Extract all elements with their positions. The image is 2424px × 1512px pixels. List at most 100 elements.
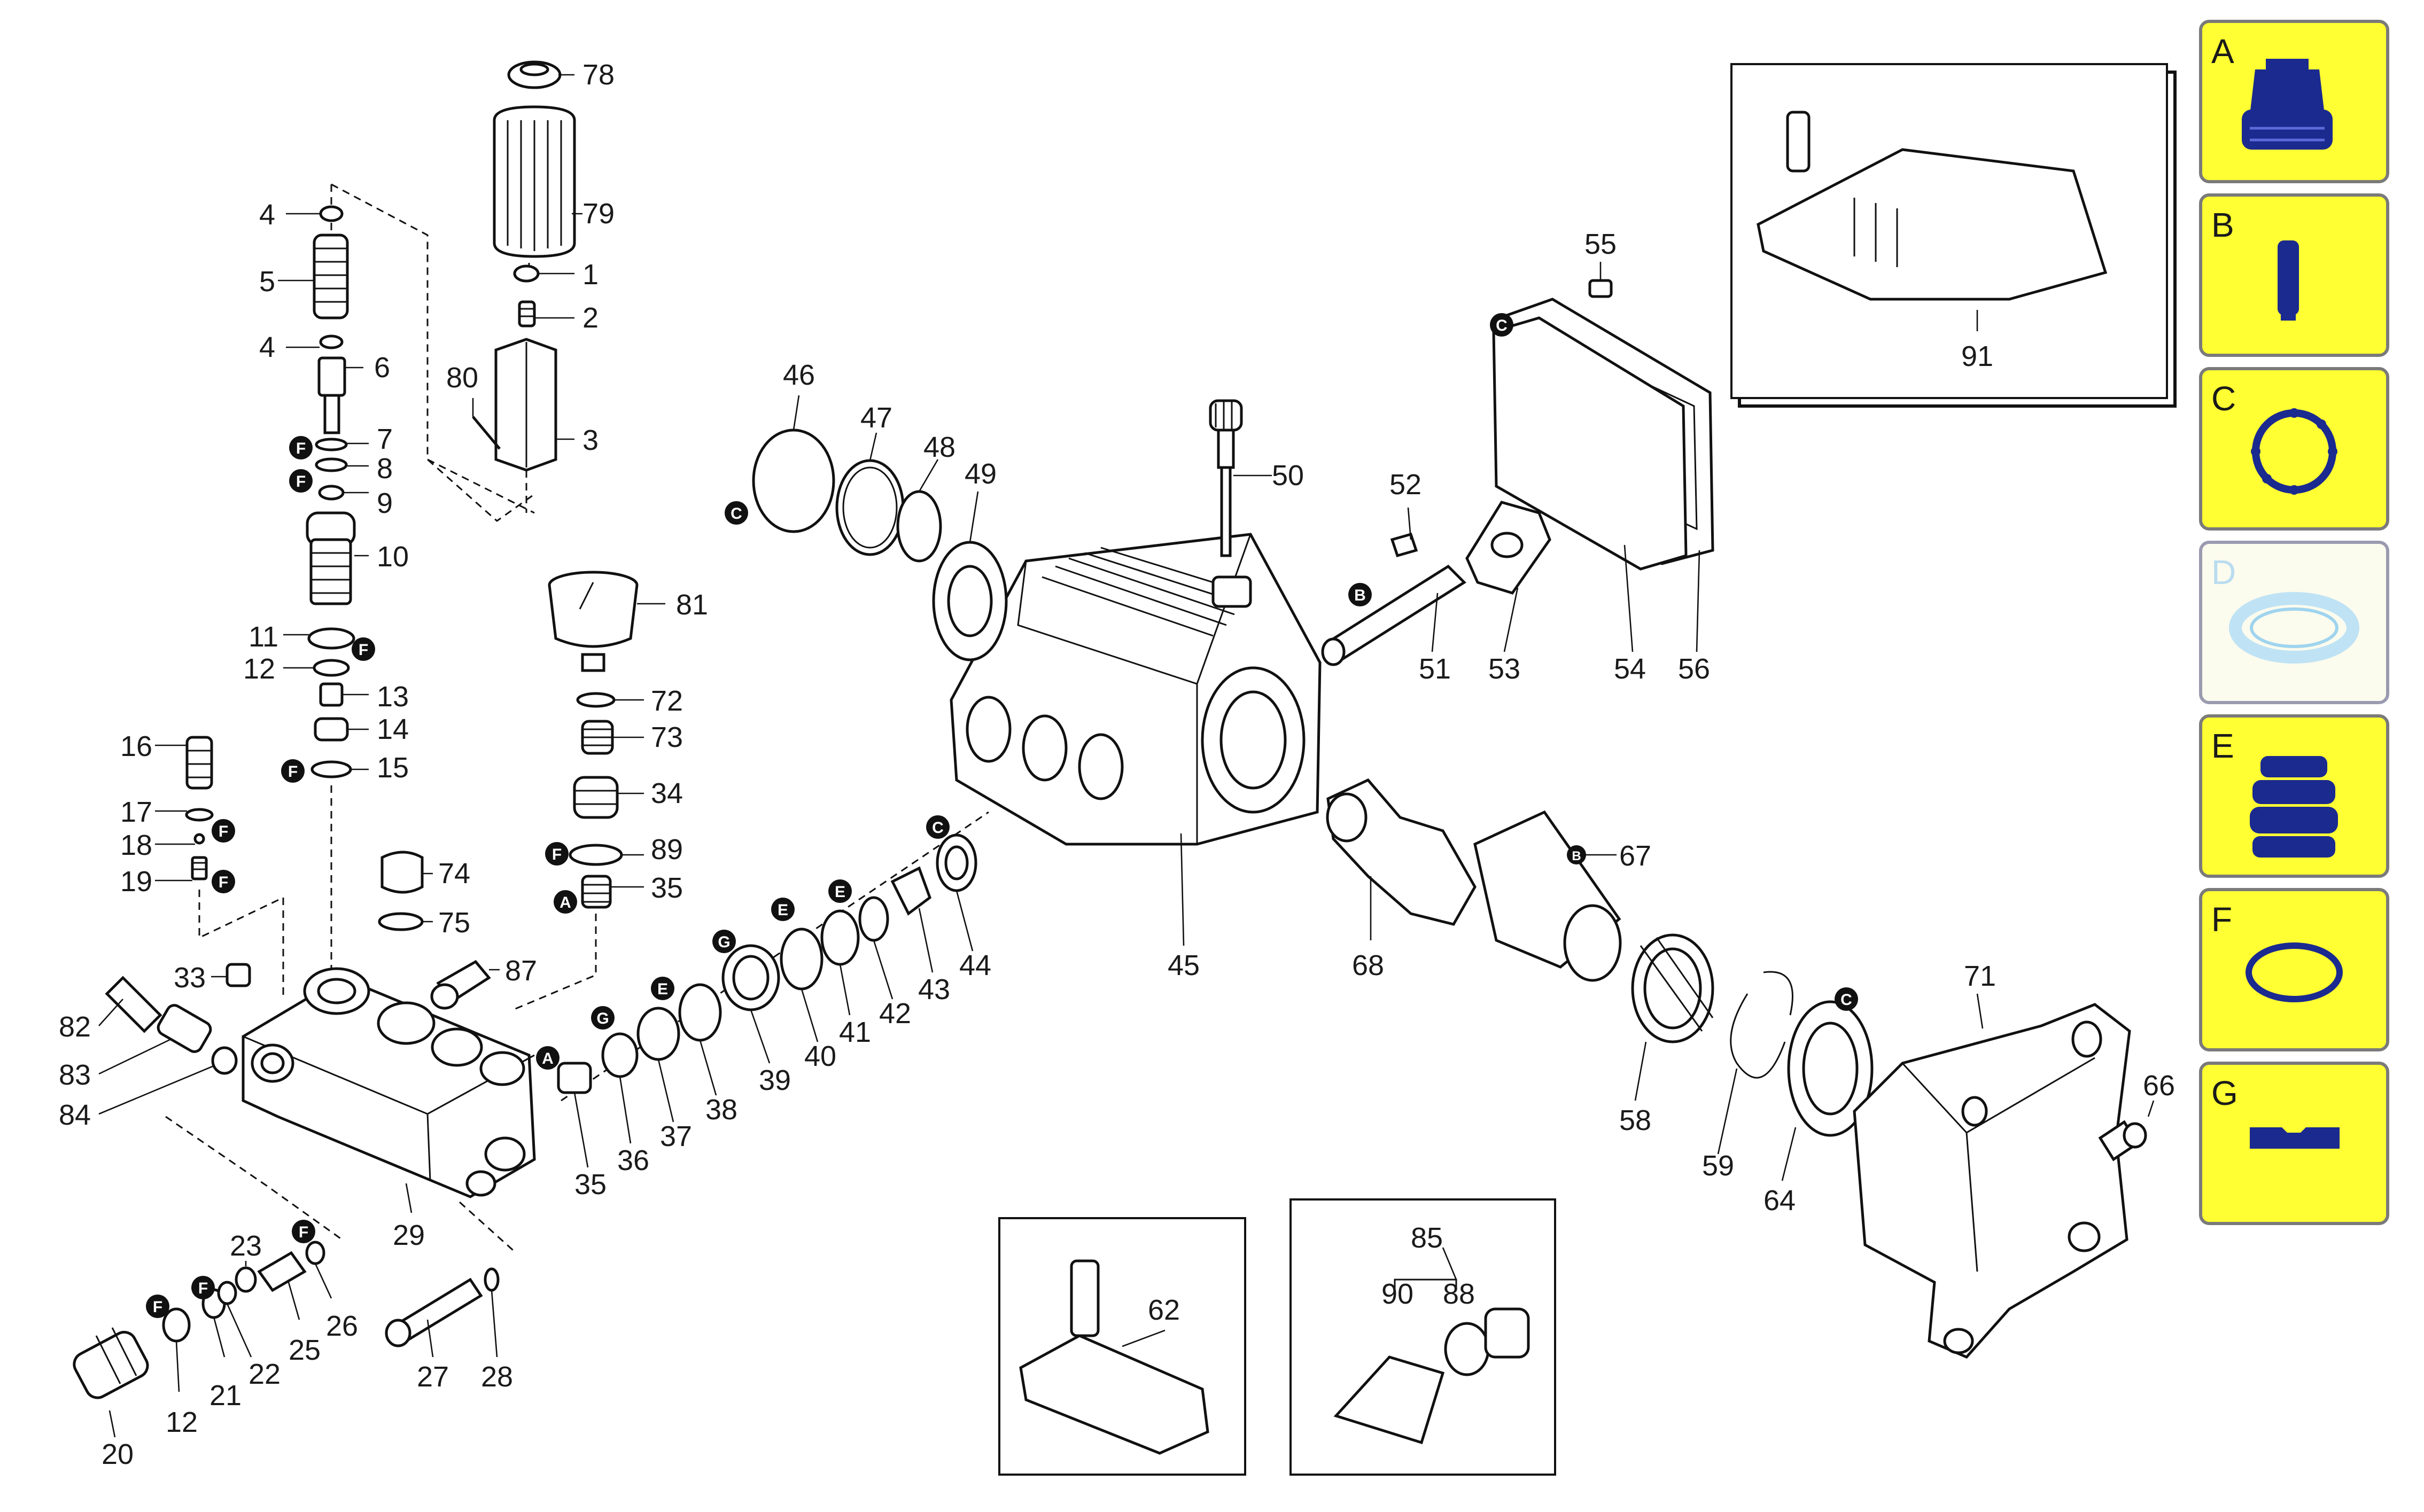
kit-badge-C-54: C: [1490, 313, 1513, 337]
part-label-34: 34: [651, 777, 683, 809]
kit-tile-D[interactable]: D: [2199, 541, 2389, 704]
svg-text:F: F: [288, 763, 298, 781]
svg-text:F: F: [219, 874, 228, 891]
part-label-50: 50: [1272, 459, 1304, 492]
part-label-88: 88: [1443, 1278, 1475, 1310]
part-label-20: 20: [102, 1438, 134, 1470]
part-label-11: 11: [248, 621, 278, 653]
part-label-19: 19: [120, 866, 152, 898]
part-label-55: 55: [1584, 228, 1617, 260]
seal-kit-icon: [2242, 59, 2333, 150]
kit-tile-A[interactable]: A: [2199, 20, 2389, 183]
part-label-47: 47: [860, 402, 892, 434]
part-label-45: 45: [1168, 949, 1200, 981]
bearing-cover-group: [752, 428, 1008, 661]
part-label-14: 14: [377, 713, 409, 745]
part-label-54: 54: [1614, 653, 1646, 685]
kit-badge-A-35: A: [554, 890, 577, 914]
svg-text:B: B: [1354, 587, 1366, 604]
kit-badge-F-11: F: [352, 637, 375, 661]
part-label-35-lower: 35: [574, 1168, 607, 1201]
dipstick-50: [1209, 399, 1243, 557]
part-label-1: 1: [582, 259, 599, 291]
kit-badge-C-44: C: [926, 815, 950, 839]
leader-lines: [98, 74, 2155, 1438]
part-label-83: 83: [59, 1059, 91, 1091]
part-label-49: 49: [965, 458, 997, 490]
inset-85: [1289, 1198, 1556, 1476]
part-label-23: 23: [230, 1230, 262, 1262]
svg-text:A: A: [560, 894, 571, 911]
svg-text:E: E: [657, 980, 668, 998]
kit-tile-E[interactable]: E: [2199, 714, 2389, 878]
part-label-18: 18: [120, 829, 152, 861]
part-label-3: 3: [582, 424, 599, 456]
unloader-assembly: [306, 183, 535, 972]
part-label-2: 2: [582, 302, 599, 334]
part-label-25: 25: [289, 1334, 321, 1366]
part-label-67: 67: [1619, 840, 1651, 872]
filter-assembly: [427, 60, 576, 514]
part-label-33: 33: [174, 962, 206, 994]
svg-text:C: C: [1496, 317, 1508, 334]
part-label-89: 89: [651, 833, 683, 866]
part-label-35-upper: 35: [651, 872, 683, 904]
piston-icon: [2278, 240, 2299, 321]
kit-badge-E-37: E: [651, 977, 674, 1000]
part-label-80: 80: [446, 362, 478, 394]
svg-text:A: A: [2211, 32, 2234, 71]
part-label-48: 48: [923, 431, 955, 463]
part-label-62: 62: [1148, 1294, 1180, 1326]
kit-badge-F-8: F: [289, 469, 313, 493]
svg-text:E: E: [778, 901, 788, 919]
rear-bearing-group: [1631, 933, 1874, 1137]
svg-text:C: C: [1840, 991, 1852, 1009]
part-label-13: 13: [377, 681, 409, 713]
part-label-56: 56: [1678, 653, 1710, 685]
washer-ring-icon: [2229, 592, 2359, 664]
kit-tile-B[interactable]: B: [2199, 193, 2389, 357]
part-label-75: 75: [438, 907, 470, 939]
svg-text:F: F: [198, 1280, 208, 1297]
kit-tile-C[interactable]: C: [2199, 367, 2389, 531]
svg-text:F: F: [552, 846, 562, 863]
kit-badge-A-35-lower: A: [536, 1046, 560, 1070]
svg-text:G: G: [2211, 1074, 2238, 1112]
crankshaft-68: [1326, 778, 1622, 982]
kit-badge-C-46: C: [725, 501, 748, 525]
part-label-8: 8: [377, 453, 393, 485]
part-label-12-lower: 12: [166, 1406, 198, 1438]
part-label-91: 91: [1961, 340, 1993, 372]
svg-text:C: C: [731, 505, 742, 523]
part-label-53: 53: [1488, 653, 1520, 685]
kit-badge-G-39: G: [712, 930, 736, 953]
kit-badge-E-40: E: [771, 898, 795, 921]
svg-text:F: F: [296, 440, 306, 457]
part-label-81: 81: [676, 589, 708, 621]
svg-text:G: G: [596, 1010, 609, 1027]
kit-badge-B-51: B: [1348, 583, 1372, 606]
part-label-85: 85: [1411, 1222, 1443, 1254]
part-label-39: 39: [759, 1064, 791, 1096]
kit-badge-F-19: F: [212, 870, 235, 893]
svg-text:F: F: [296, 473, 306, 490]
kit-badge-G-36: G: [591, 1006, 615, 1030]
part-label-46: 46: [783, 359, 815, 391]
svg-text:B: B: [1572, 849, 1581, 863]
part-label-82: 82: [59, 1011, 91, 1043]
kit-tile-F[interactable]: F: [2199, 888, 2389, 1051]
part-label-43: 43: [918, 973, 950, 1006]
shaft-group: [1321, 501, 1551, 666]
part-label-84: 84: [59, 1099, 91, 1131]
svg-text:C: C: [2211, 379, 2236, 418]
part-label-52: 52: [1389, 469, 1421, 501]
part-label-64: 64: [1763, 1184, 1796, 1217]
kit-badge-F-7: F: [289, 436, 313, 459]
part-label-21: 21: [209, 1379, 242, 1412]
kit-badge-F-12: F: [146, 1295, 169, 1318]
svg-text:F: F: [359, 641, 368, 659]
part-label-90: 90: [1381, 1278, 1413, 1310]
kit-tile-G[interactable]: G: [2199, 1062, 2389, 1225]
inset-62: [998, 1217, 1246, 1476]
